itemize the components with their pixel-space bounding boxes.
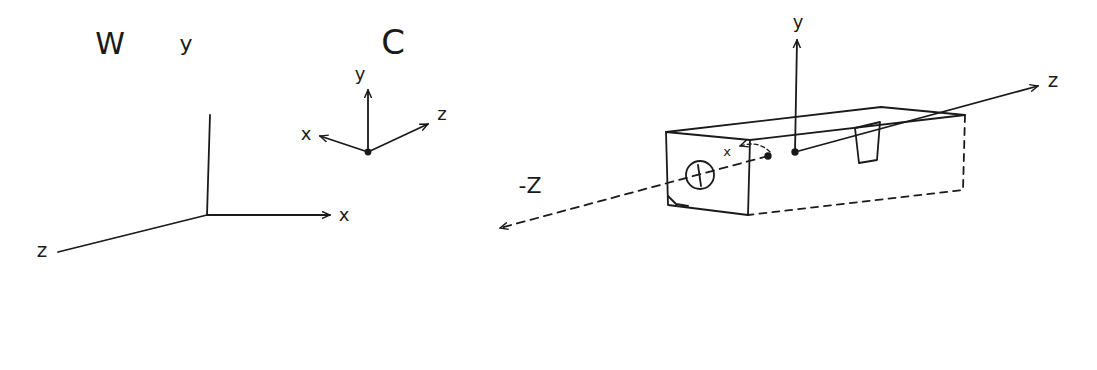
world-y-axis <box>207 115 210 215</box>
axis-label: y <box>355 65 366 83</box>
world-z-axis <box>58 215 207 252</box>
box-hidden-edges <box>748 115 965 215</box>
box-front-face <box>666 132 750 215</box>
frame-name: W <box>95 29 125 59</box>
axis-label: x <box>723 145 731 158</box>
box-origin <box>792 149 798 155</box>
axis-label: z <box>437 105 446 123</box>
frame-name: C <box>381 25 405 59</box>
box-z-axis <box>795 86 1038 152</box>
corner-mark <box>668 196 688 206</box>
axis-label: y <box>179 33 192 55</box>
box-top-face <box>666 107 965 140</box>
camera-origin <box>366 150 371 155</box>
camera-z-axis <box>368 124 428 152</box>
axis-label: z <box>37 240 48 260</box>
world-x-axis <box>207 214 330 216</box>
camera-x-axis <box>320 136 368 152</box>
axis-label: x <box>339 206 350 224</box>
axis-label: -Z <box>518 175 541 197</box>
viewfinder-sketch <box>855 122 880 163</box>
axis-label: z <box>1048 70 1059 90</box>
camera-y-axis <box>367 90 369 152</box>
axis-label: y <box>793 13 804 31</box>
box-y-axis <box>795 40 797 152</box>
box-negative-z-axis <box>500 156 768 228</box>
box-origin <box>765 153 771 159</box>
box-x-axis <box>740 144 770 152</box>
axis-label: x <box>301 125 312 143</box>
